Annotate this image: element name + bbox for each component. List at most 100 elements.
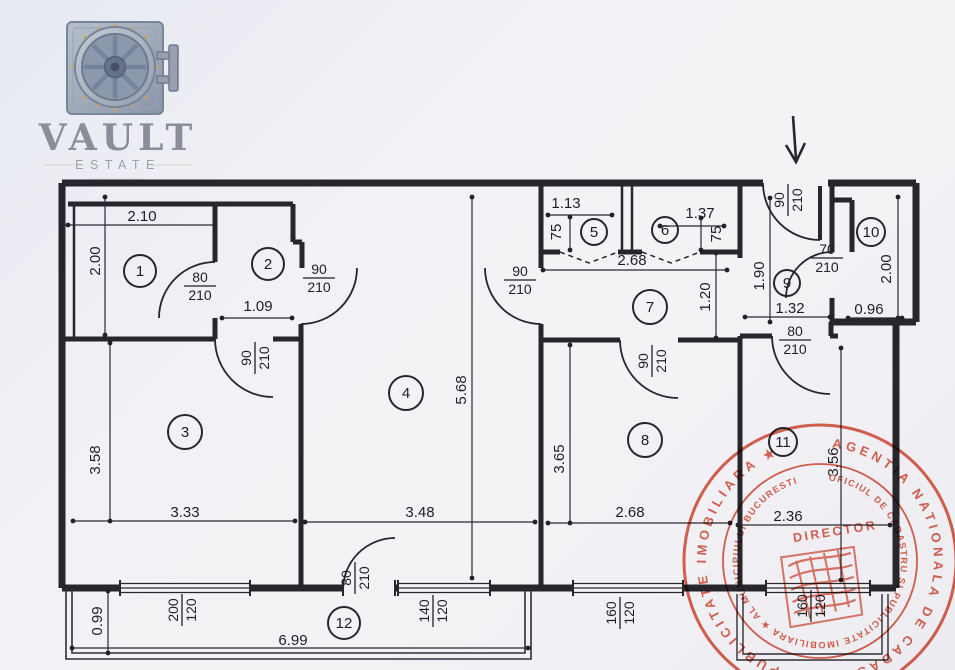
dimension-label: 2.68	[617, 252, 646, 269]
dimension-label: 2.00	[878, 254, 895, 283]
svg-text:90: 90	[311, 261, 327, 277]
dimension-label: 1.37	[685, 205, 714, 222]
gold-rivets	[71, 23, 159, 112]
svg-text:10: 10	[863, 224, 880, 241]
svg-text:210: 210	[256, 346, 272, 370]
room-number-label: 2	[251, 247, 285, 281]
room-number-label: 8	[627, 422, 663, 458]
room-number-label: 4	[388, 375, 424, 411]
vault-estate-logo: VAULT ESTATE	[38, 21, 192, 184]
room-number-label: 12	[327, 606, 361, 640]
svg-text:210: 210	[653, 349, 669, 373]
svg-text:7: 7	[646, 299, 654, 316]
dimension-label: 2.10	[127, 208, 156, 225]
svg-text:6: 6	[661, 222, 669, 239]
svg-text:9: 9	[783, 275, 791, 292]
logo-subtitle-text: ESTATE	[75, 158, 161, 172]
walls	[58, 179, 920, 592]
dimension-label: 1.09	[243, 298, 272, 315]
dimension-label: 75	[708, 226, 725, 243]
dimension-label: 1.20	[697, 282, 714, 311]
room-number-label: 6	[651, 216, 679, 244]
stamp-outer-ring-text: AGENTIA NATIONALA DE CADASTRU SI PUBLICI…	[681, 422, 955, 670]
room-number-label: 3	[167, 414, 203, 450]
dimension-label: 3.33	[170, 504, 199, 521]
door-arcs	[158, 182, 833, 591]
dimension-lines	[68, 197, 902, 653]
svg-text:8: 8	[641, 432, 649, 449]
svg-text:1: 1	[136, 263, 144, 280]
svg-text:80: 80	[192, 269, 208, 285]
svg-text:80: 80	[338, 570, 354, 586]
svg-text:4: 4	[402, 385, 410, 402]
vault-door-icon	[66, 21, 179, 115]
cadastre-stamp: AGENTIA NATIONALA DE CADASTRU SI PUBLICI…	[681, 422, 955, 670]
svg-text:210: 210	[508, 281, 532, 297]
room-number-label: 7	[632, 289, 668, 325]
dimension-label: 0.99	[89, 606, 106, 635]
room-number-label: 5	[580, 218, 608, 246]
svg-text:90: 90	[512, 263, 528, 279]
vault-handle	[156, 44, 179, 92]
svg-text:210: 210	[356, 566, 372, 590]
svg-text:210: 210	[188, 287, 212, 303]
svg-text:12: 12	[336, 615, 353, 632]
dimension-label: 3.58	[87, 445, 104, 474]
svg-text:90: 90	[238, 350, 254, 366]
dimension-label: 2.00	[87, 246, 104, 275]
dimension-label: 75	[548, 224, 565, 241]
dimension-label: 6.99	[278, 632, 307, 649]
balcony-outline	[65, 588, 889, 661]
dimension-label: 1.90	[751, 261, 768, 290]
svg-text:120: 120	[621, 601, 637, 625]
dimension-label: 2.36	[773, 508, 802, 525]
svg-text:160: 160	[603, 601, 619, 625]
svg-text:200: 200	[165, 598, 181, 622]
svg-text:90: 90	[771, 192, 787, 208]
dimension-label: 0.96	[854, 301, 883, 318]
svg-text:3: 3	[181, 424, 189, 441]
dimension-label: 3.65	[551, 444, 568, 473]
room-number-label: 9	[773, 269, 801, 297]
dimension-label: 1.32	[775, 300, 804, 317]
svg-text:5: 5	[590, 224, 598, 241]
svg-text:210: 210	[815, 259, 839, 275]
svg-text:210: 210	[307, 279, 331, 295]
dimension-label: 2.68	[615, 504, 644, 521]
svg-text:80: 80	[787, 323, 803, 339]
svg-text:140: 140	[416, 599, 432, 623]
room-number-label: 10	[856, 217, 886, 247]
folding-door-symbols	[559, 251, 701, 264]
stamp-director-text: DIRECTOR	[792, 518, 878, 545]
svg-text:120: 120	[183, 598, 199, 622]
dimension-dots	[65, 194, 905, 656]
svg-text:11: 11	[775, 434, 791, 451]
dimension-label: 5.68	[453, 375, 470, 404]
dimension-label: 1.13	[551, 195, 580, 212]
room-number-label: 11	[768, 427, 798, 457]
dimension-labels: 2.10 1.09 1.13 1.37 2.68 2.68 3.33 3.48 2.36 0.96…	[87, 195, 895, 649]
dimension-label: 3.56	[825, 447, 842, 476]
room-number-label: 1	[123, 254, 157, 288]
entrance-arrow-icon	[784, 115, 807, 165]
stamp-signature-scribble	[779, 545, 864, 629]
svg-text:2: 2	[264, 256, 272, 273]
svg-text:120: 120	[434, 599, 450, 623]
svg-text:210: 210	[783, 341, 807, 357]
dimension-label: 3.48	[405, 504, 434, 521]
